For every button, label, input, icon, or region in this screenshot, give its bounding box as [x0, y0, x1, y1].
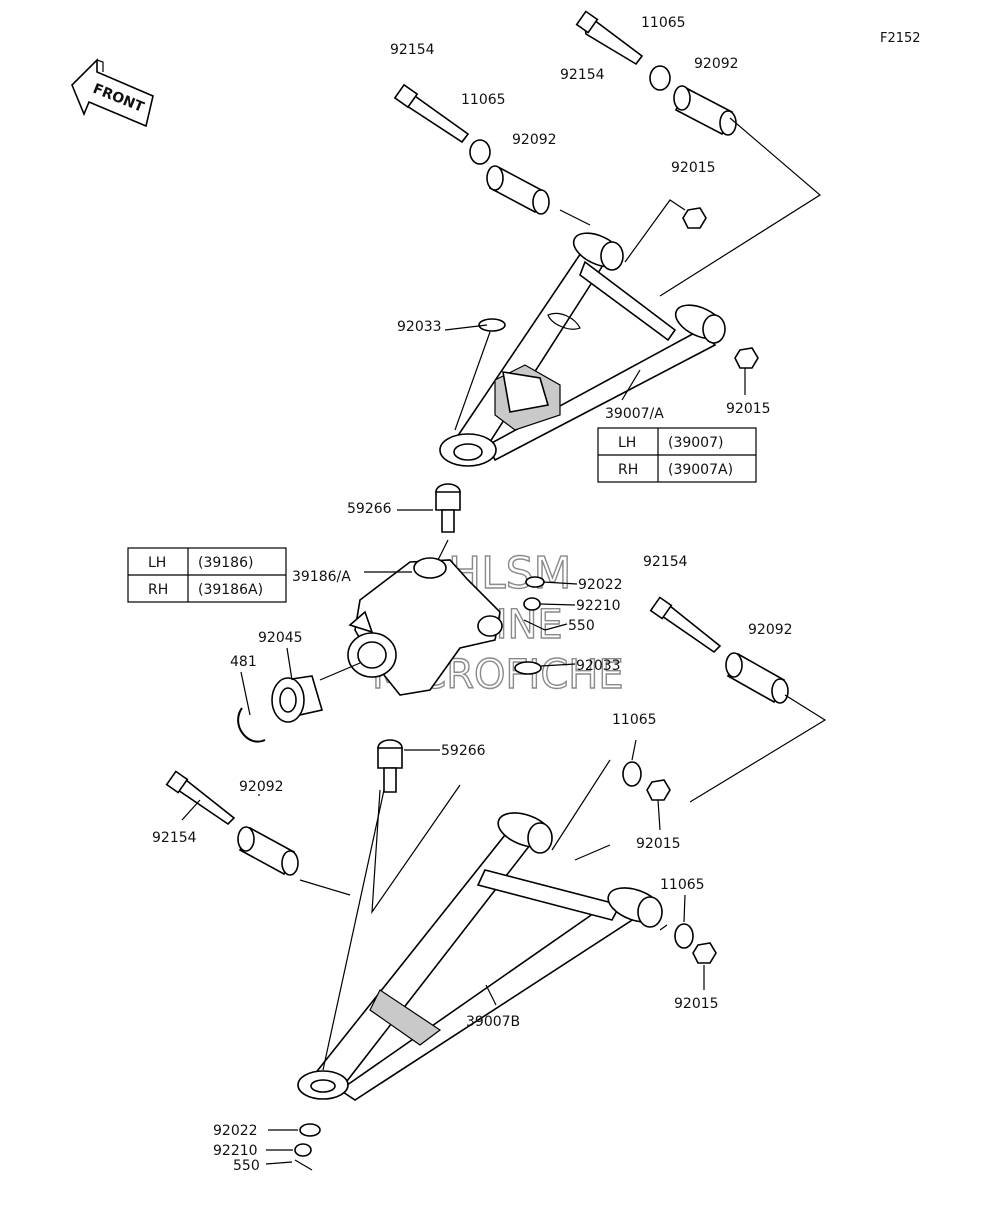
bushing-top-right: [673, 85, 737, 136]
bushing-top-left: [486, 165, 550, 215]
callout-washer-mid: 11065: [612, 712, 657, 728]
table-knuckle-row-2-side: RH: [148, 582, 168, 598]
callout-washer-knuckle: 92022: [578, 577, 623, 593]
pin-bottom: [294, 1159, 313, 1171]
callout-labels: 92154 92154 11065 11065 92092 92092 9201…: [152, 15, 793, 1174]
bushing-lower-left: [237, 826, 299, 876]
bolt-mid-right: [649, 596, 722, 654]
diagram-id: F2152: [880, 31, 921, 46]
wheel-bearing: [271, 675, 324, 723]
nut-mid: [646, 779, 671, 801]
bolt-top-right: [575, 10, 644, 66]
callout-pin-knuckle: 550: [568, 618, 595, 634]
nut-upper-2: [734, 347, 759, 369]
callout-nut-bottom: 92210: [213, 1143, 258, 1159]
callout-pin-bottom: 550: [233, 1158, 260, 1174]
callout-bolt-lower-left: 92154: [152, 830, 197, 846]
washer-lower-right: [674, 923, 694, 949]
callout-knuckle: 39186/A: [292, 569, 351, 585]
bolt-lower-left: [165, 770, 236, 826]
callout-nut-lower-right: 92015: [674, 996, 719, 1012]
washer-bottom: [299, 1123, 321, 1137]
snap-ring-knuckle: [514, 661, 542, 675]
callout-washer-top-right: 11065: [641, 15, 686, 31]
snap-ring-upper: [478, 318, 506, 332]
washer-top-right: [649, 65, 671, 91]
callout-nut-mid: 92015: [636, 836, 681, 852]
leader-lines: [181, 117, 827, 1165]
callout-washer-lower-right: 11065: [660, 877, 705, 893]
table-knuckle-row-2-part: (39186A): [198, 582, 263, 598]
callout-ball-joint-lower: 59266: [441, 743, 486, 759]
table-upper-row-1-side: LH: [618, 435, 636, 451]
bolt-top-left: [393, 83, 470, 144]
table-knuckle-row-1-part: (39186): [198, 555, 253, 571]
washer-top-left: [469, 139, 491, 165]
callout-nut-upper-1: 92015: [671, 160, 716, 176]
callout-washer-top-left: 11065: [461, 92, 506, 108]
steering-knuckle: [347, 557, 503, 696]
table-upper-row-2-part: (39007A): [668, 462, 733, 478]
callout-nut-upper-2: 92015: [726, 401, 771, 417]
callout-bolt-top-left: 92154: [390, 42, 435, 58]
callout-bushing-top-left: 92092: [512, 132, 557, 148]
callout-washer-bottom: 92022: [213, 1123, 258, 1139]
callout-bushing-mid-right: 92092: [748, 622, 793, 638]
nut-lower-right: [692, 942, 717, 964]
callout-circlip: 481: [230, 654, 257, 670]
front-arrow-icon: FRONT: [71, 58, 154, 128]
ball-joint-lower: [377, 739, 403, 793]
lower-a-arm: [297, 812, 663, 1101]
table-upper-arm: LH (39007) RH (39007A): [597, 427, 757, 483]
pin-knuckle: [523, 619, 546, 631]
table-knuckle: LH (39186) RH (39186A): [127, 547, 287, 603]
callout-lower-arm: 39007B: [466, 1014, 520, 1030]
circlip: [237, 707, 266, 743]
callout-nut-knuckle: 92210: [576, 598, 621, 614]
nut-upper-1: [682, 207, 707, 229]
callout-bolt-top-right: 92154: [560, 67, 605, 83]
ball-joint-upper: [435, 483, 461, 533]
washer-knuckle: [525, 576, 545, 588]
table-upper-row-1-part: (39007): [668, 435, 723, 451]
callout-snap-ring-knuckle: 92033: [576, 658, 621, 674]
callout-bearing: 92045: [258, 630, 303, 646]
table-upper-row-2-side: RH: [618, 462, 638, 478]
callout-bushing-top-right: 92092: [694, 56, 739, 72]
nut-knuckle: [523, 597, 541, 611]
callout-upper-arm: 39007/A: [605, 406, 664, 422]
bushing-mid-right: [725, 652, 789, 704]
callout-bushing-lower-left: 92092: [239, 779, 284, 795]
callout-ball-joint-upper: 59266: [347, 501, 392, 517]
callout-snap-ring-upper: 92033: [397, 319, 442, 335]
nut-bottom: [294, 1143, 312, 1157]
upper-a-arm: [439, 232, 726, 467]
table-knuckle-row-1-side: LH: [148, 555, 166, 571]
callout-bolt-mid-right: 92154: [643, 554, 688, 570]
washer-mid: [622, 761, 642, 787]
